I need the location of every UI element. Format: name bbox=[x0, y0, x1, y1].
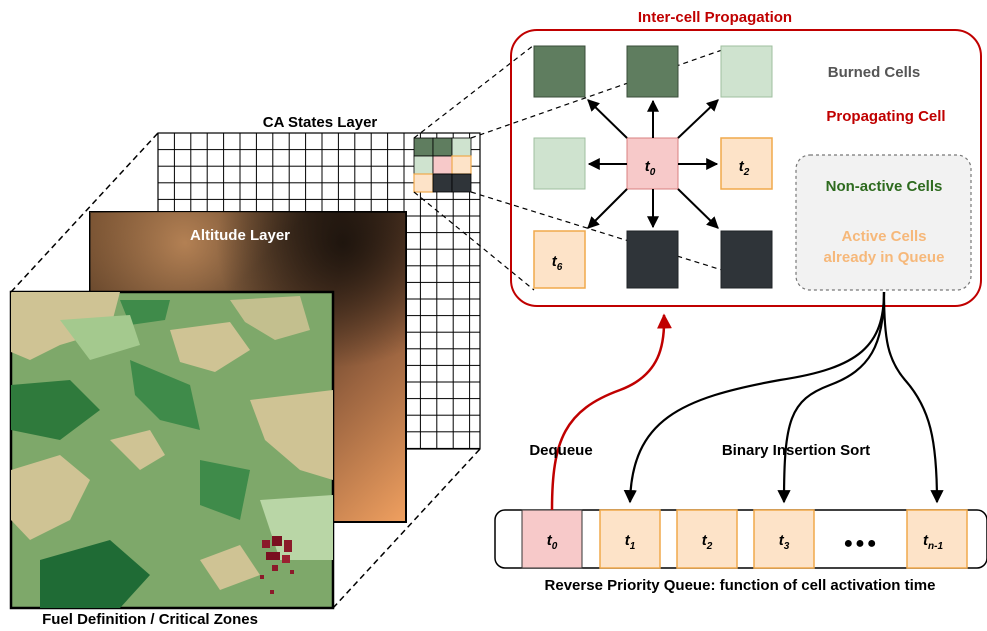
non-active-cell bbox=[533, 137, 586, 190]
queue-item bbox=[753, 509, 815, 569]
queue-item bbox=[676, 509, 738, 569]
queue-item bbox=[599, 509, 661, 569]
cell-time-center: t0 bbox=[645, 158, 656, 178]
legend-cell-box bbox=[795, 154, 972, 291]
non-active-cell bbox=[720, 45, 773, 98]
legend-propagating: Propagating Cell bbox=[826, 108, 945, 125]
dark-cell bbox=[720, 230, 773, 289]
burned-cell bbox=[533, 45, 586, 98]
cell-time-right: t2 bbox=[739, 158, 750, 178]
queue-item-label: t2 bbox=[702, 532, 713, 552]
legend-nonactive: Non-active Cells bbox=[826, 178, 943, 195]
queue-item bbox=[906, 509, 968, 569]
priority-queue bbox=[494, 509, 987, 569]
queue-item bbox=[521, 509, 583, 569]
legend-active-line1: Active Cells bbox=[841, 228, 926, 245]
neighborhood-grid bbox=[533, 45, 773, 289]
fuel-layer-label: Fuel Definition / Critical Zones bbox=[42, 611, 258, 628]
fuel-layer bbox=[9, 290, 335, 610]
burned-cell bbox=[626, 45, 679, 98]
dequeue-label: Dequeue bbox=[529, 442, 592, 459]
dequeue-arrow bbox=[550, 313, 672, 511]
queue-ellipsis: ●●● bbox=[844, 535, 879, 552]
legend-active-line2: already in Queue bbox=[824, 249, 945, 266]
queue-item-label: t3 bbox=[779, 532, 790, 552]
dark-cell bbox=[626, 230, 679, 289]
propagation-box bbox=[510, 29, 982, 307]
insertion-arrows bbox=[623, 291, 944, 504]
active-cell bbox=[533, 230, 586, 289]
propagation-arrows bbox=[587, 99, 719, 229]
legend-burned: Burned Cells bbox=[828, 64, 921, 81]
queue-item-label: t0 bbox=[547, 532, 558, 552]
binary-insertion-sort-label: Binary Insertion Sort bbox=[722, 442, 870, 459]
propagating-cell bbox=[626, 137, 679, 190]
cell-time-bottom-left: t6 bbox=[552, 253, 563, 273]
perspective-lines bbox=[10, 132, 481, 609]
queue-item-label: tn-1 bbox=[923, 532, 943, 552]
propagation-title: Inter-cell Propagation bbox=[638, 9, 792, 26]
queue-caption: Reverse Priority Queue: function of cell… bbox=[545, 577, 936, 594]
ca-states-layer-label: CA States Layer bbox=[263, 114, 378, 131]
altitude-layer-label: Altitude Layer bbox=[190, 227, 290, 244]
zoom-lines bbox=[413, 44, 723, 291]
queue-item-label: t1 bbox=[625, 532, 636, 552]
active-cell bbox=[720, 137, 773, 190]
